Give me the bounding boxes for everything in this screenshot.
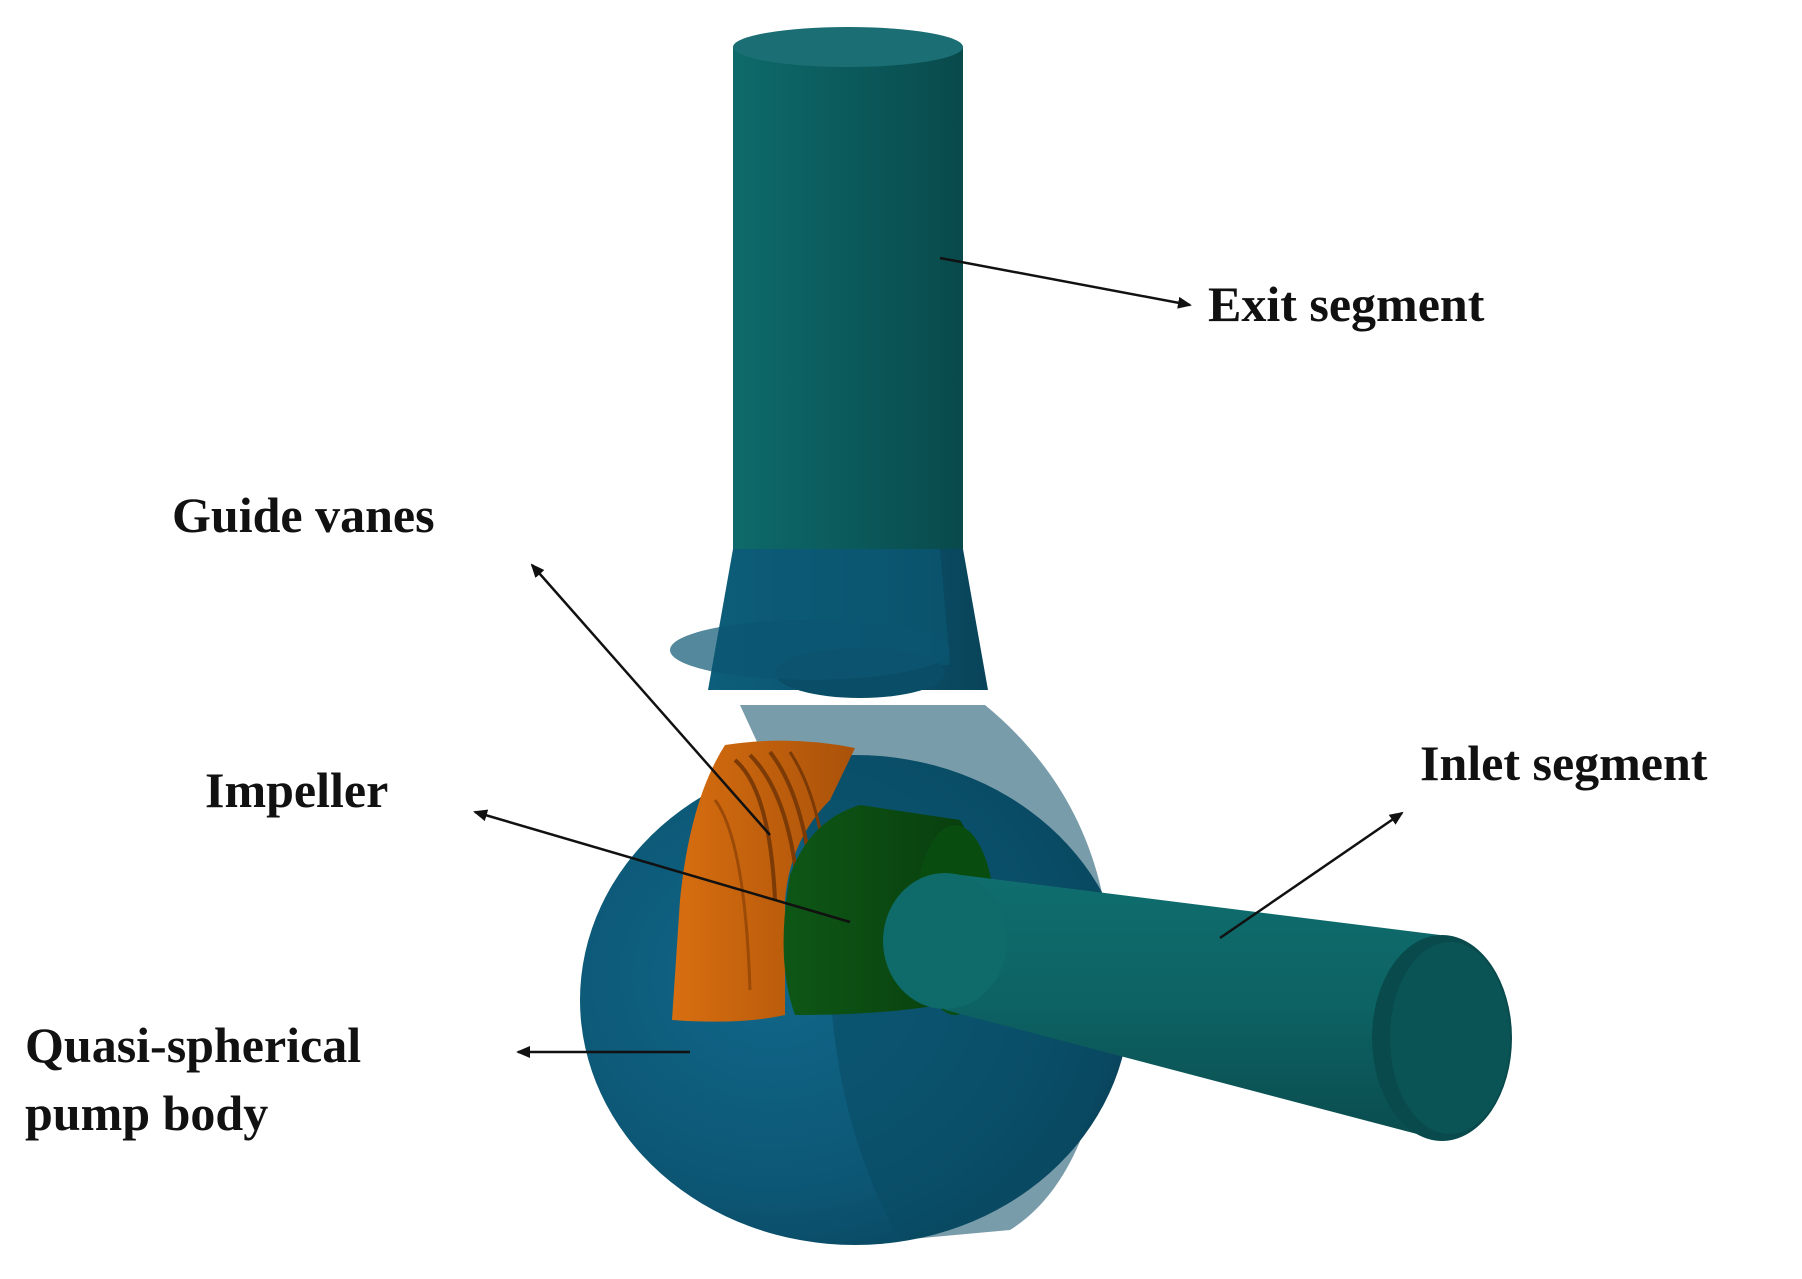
pump-body-label-line2: pump body [25,1085,269,1141]
impeller-label: Impeller [205,762,389,818]
guide-vanes-arrow [530,563,771,836]
inlet-segment-label: Inlet segment [1420,735,1708,791]
exit-segment-arrow [939,256,1192,309]
inlet-segment-pipe [883,873,1512,1141]
inlet-segment-arrow [1219,811,1404,940]
exit-segment-pipe [733,27,963,549]
pump-body-label: Quasi-spherical pump body [25,1011,361,1147]
impeller-arrow [473,809,851,924]
pump-body-label-line1: Quasi-spherical [25,1017,362,1073]
guide-vanes-label: Guide vanes [172,487,435,543]
exit-segment-label: Exit segment [1208,276,1485,332]
annotation-arrows [473,256,1404,1058]
